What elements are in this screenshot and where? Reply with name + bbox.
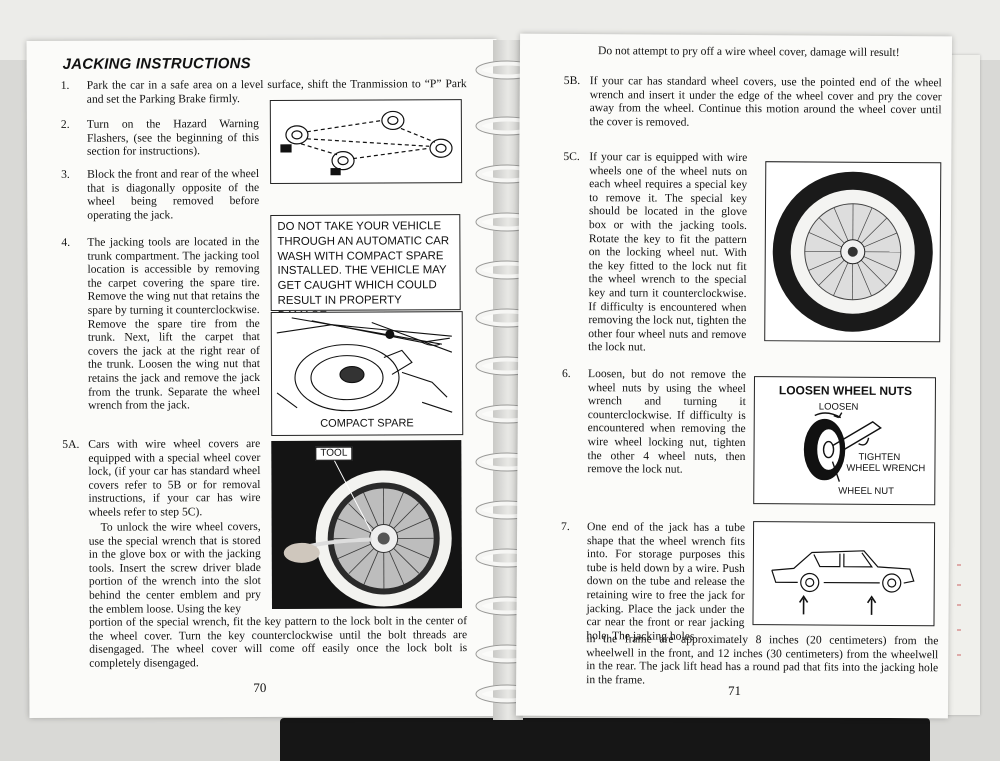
- tool-label: TOOL: [315, 446, 353, 461]
- step-5a-continued: portion of the special wrench, fit the k…: [89, 614, 468, 670]
- spare-tire-illustration-icon: [276, 317, 453, 413]
- blocking-diagram: [269, 99, 463, 184]
- step-text: Block the front and rear of the wheel th…: [87, 167, 260, 222]
- wire-wheel-photo-icon: [271, 440, 463, 609]
- step-5a-paragraph: To unlock the wire wheel covers, use the…: [88, 520, 261, 616]
- step-text: Turn on the Hazard Warning Flashers, (se…: [86, 117, 259, 158]
- step-number: 4.: [61, 235, 71, 249]
- car-wheels-diagram-icon: [280, 110, 453, 176]
- wire-cover-caution: Do not attempt to pry off a wire wheel c…: [597, 44, 900, 60]
- step-number: 5A.: [62, 437, 80, 451]
- step-text: If your car is equipped with wire wheels…: [588, 150, 748, 354]
- left-page: JACKING INSTRUCTIONS 1. Park the car in …: [26, 38, 500, 719]
- step-5b: 5B. If your car has standard wheel cover…: [564, 74, 942, 131]
- step-text: One end of the jack has a tube shape tha…: [586, 520, 746, 643]
- step-3: 3. Block the front and rear of the wheel…: [61, 167, 260, 222]
- car-wash-warning: DO NOT TAKE YOUR VEHICLE THROUGH AN AUTO…: [270, 214, 461, 322]
- right-page: Do not attempt to pry off a wire wheel c…: [515, 33, 953, 719]
- step-number: 5B.: [563, 73, 581, 88]
- step-6: 6. Loosen, but do not remove the wheel n…: [562, 367, 747, 477]
- section-title: JACKING INSTRUCTIONS: [62, 55, 251, 73]
- step-number: 1.: [60, 78, 70, 92]
- step-number: 2.: [60, 117, 70, 131]
- step-text: The jacking tools are located in the tru…: [87, 235, 261, 412]
- step-2: 2. Turn on the Hazard Warning Flashers, …: [61, 117, 259, 159]
- step-7: 7. One end of the jack has a tube shape …: [561, 520, 746, 643]
- step-number: 5C.: [563, 149, 580, 164]
- step-number: 6.: [561, 366, 571, 381]
- compact-spare-caption: COMPACT SPARE: [320, 417, 414, 430]
- step-text: If your car has standard wheel covers, u…: [589, 74, 942, 129]
- step-text: Cars with wire wheel covers are equipped…: [88, 437, 261, 519]
- wire-wheel-icon: [772, 171, 933, 332]
- page-number: 70: [253, 679, 267, 696]
- page-number: 71: [728, 682, 742, 699]
- loosen-wheel-nuts-figure: LOOSEN WHEEL NUTS LOOSEN TIGHTEN WHEEL W…: [753, 376, 936, 506]
- jacking-points-figure: [752, 521, 936, 627]
- step-4: 4. The jacking tools are located in the …: [61, 235, 261, 412]
- step-5c: 5C. If your car is equipped with wire wh…: [563, 150, 748, 355]
- wheel-wrench-diagram-icon: [803, 412, 882, 482]
- step-text: Loosen, but do not remove the wheel nuts…: [587, 367, 747, 476]
- compact-spare-figure: COMPACT SPARE: [270, 311, 464, 436]
- page-edge-marks-icon: [957, 564, 961, 656]
- wire-wheel-figure: [764, 161, 942, 343]
- car-side-view-icon: [771, 550, 915, 615]
- wire-wheel-photo: TOOL: [271, 440, 463, 609]
- binder-base: [280, 718, 930, 761]
- step-7-continued: in the frame are approximately 8 inches …: [586, 632, 939, 687]
- step-number: 3.: [61, 167, 70, 181]
- step-number: 7.: [561, 519, 570, 533]
- step-5a: 5A. Cars with wire wheel covers are equi…: [62, 437, 261, 519]
